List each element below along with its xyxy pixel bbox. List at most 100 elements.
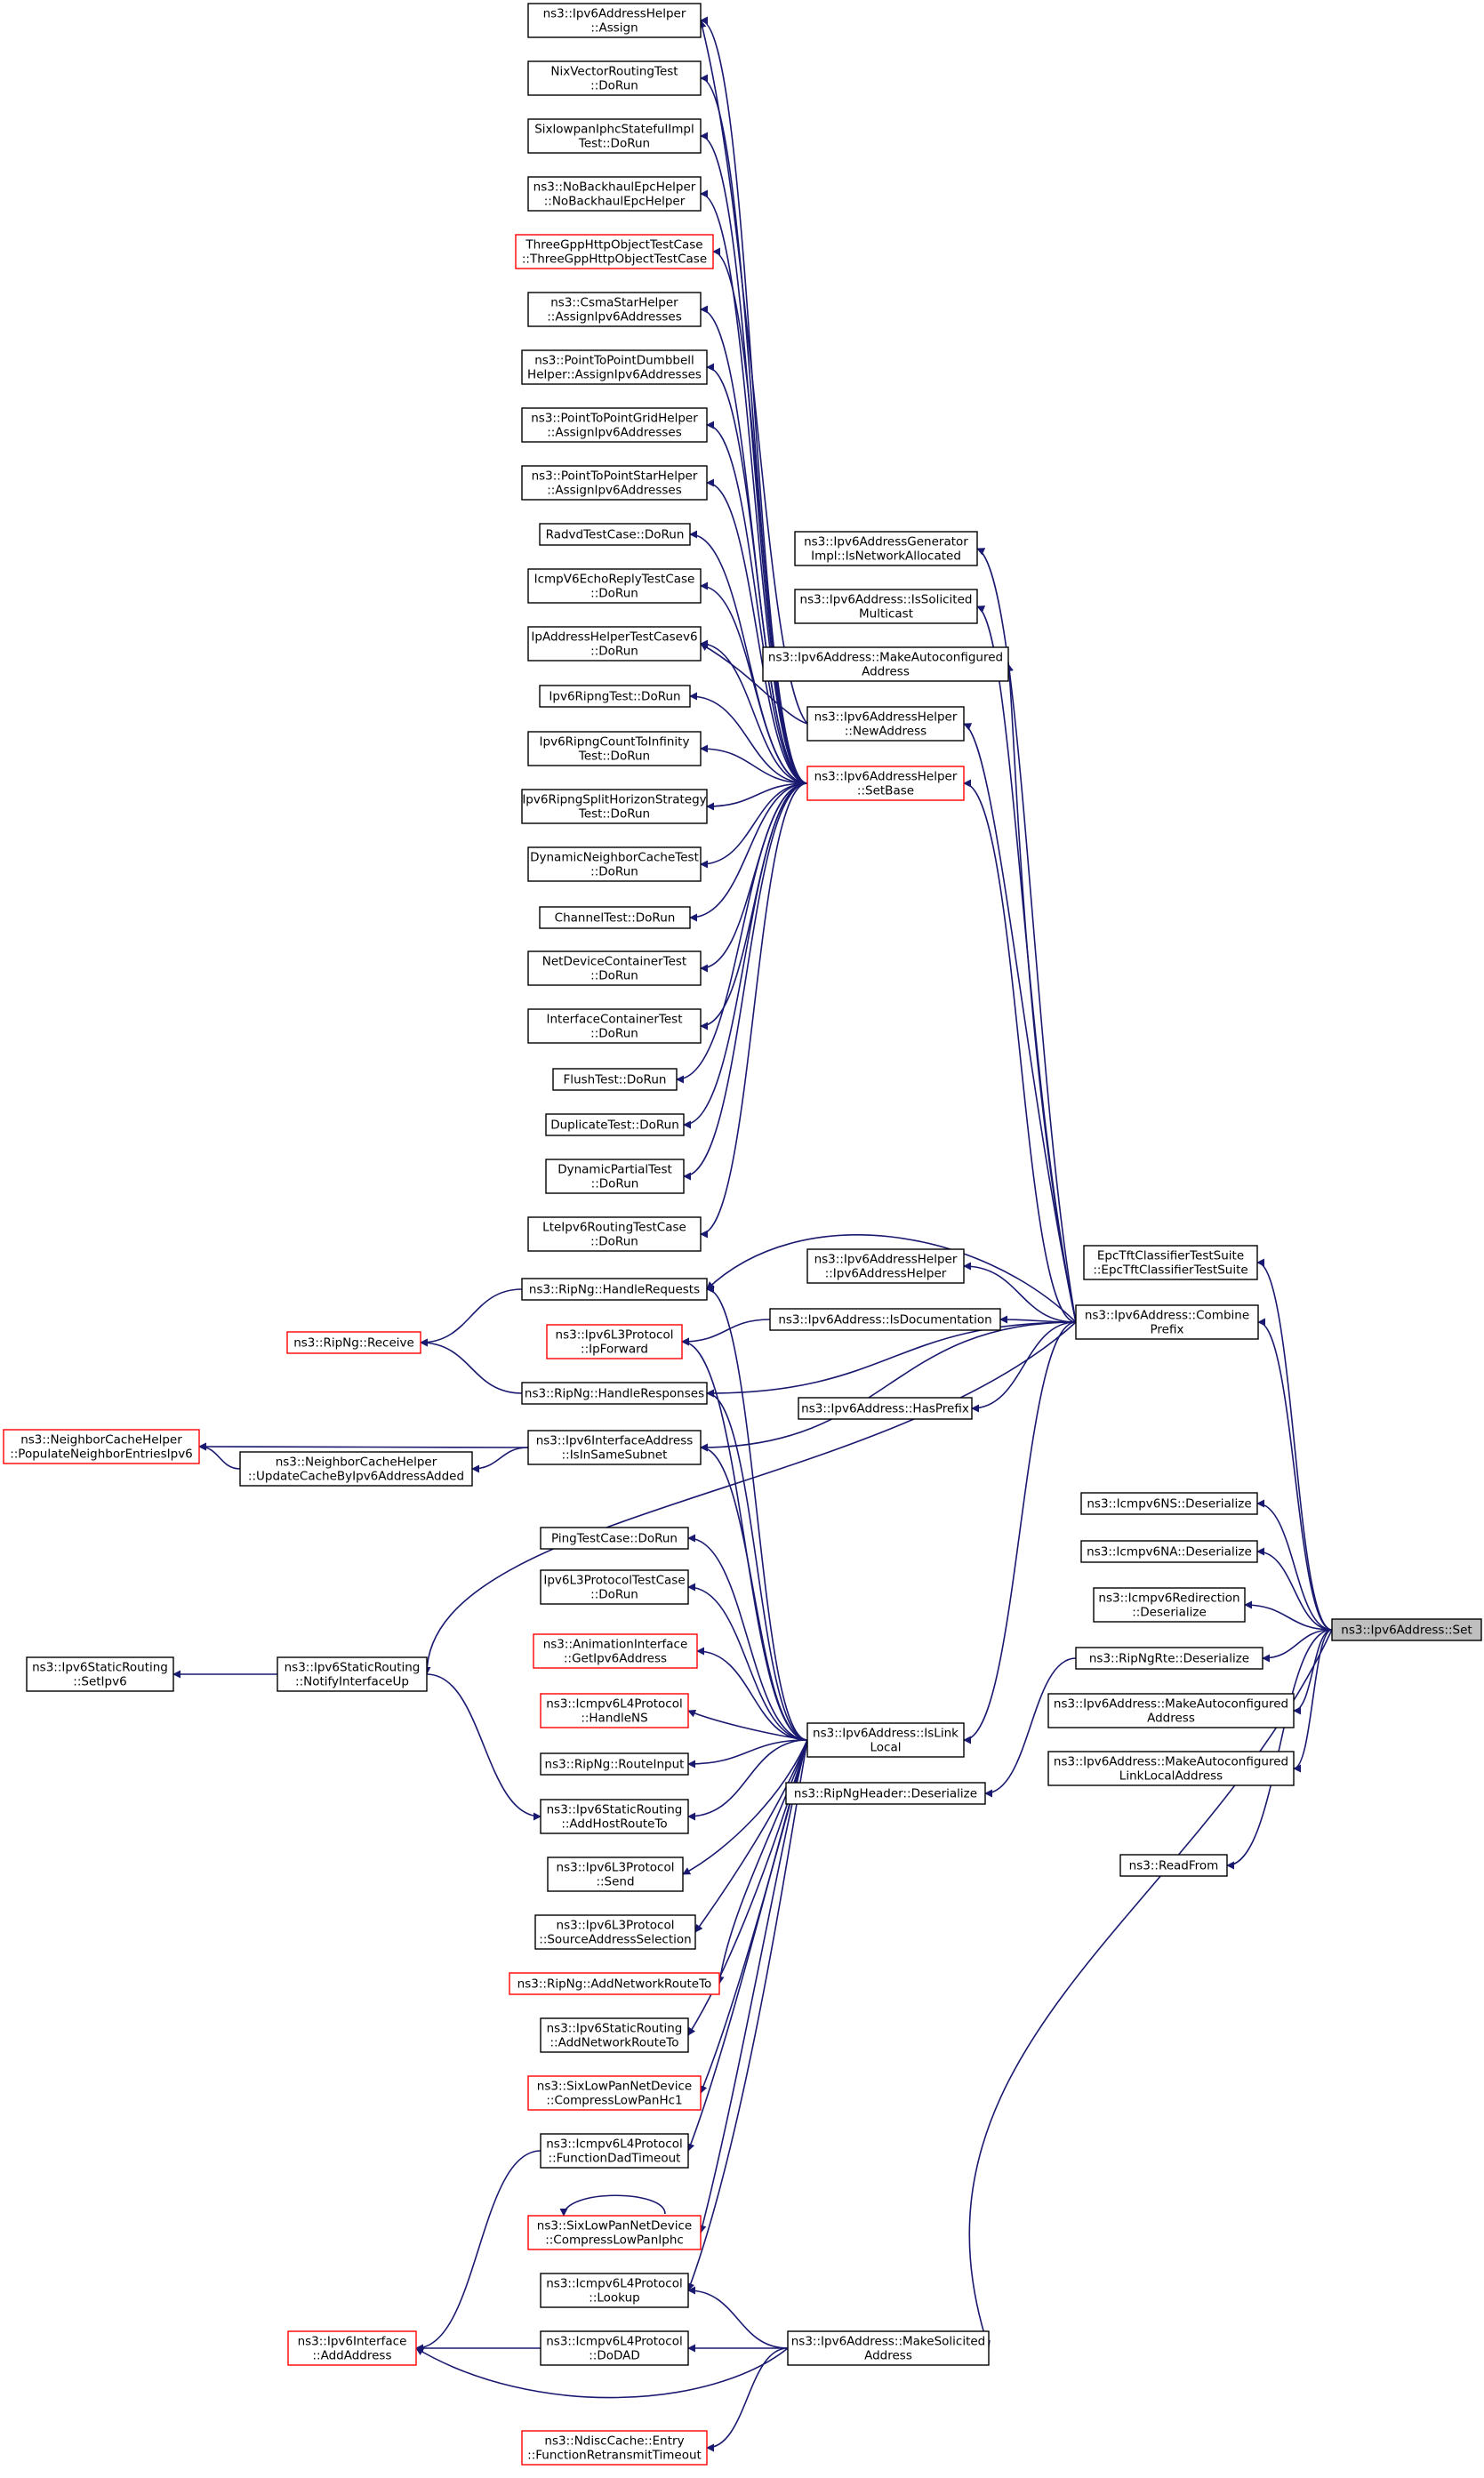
node-comphc1[interactable]: ns3::SixLowPanNetDevice::CompressLowPanH… <box>527 2075 702 2111</box>
node-dodad[interactable]: ns3::Icmpv6L4Protocol::DoDAD <box>540 2330 689 2366</box>
node-radvd[interactable]: RadvdTestCase::DoRun <box>539 523 691 546</box>
node-label-line: ns3::Icmpv6NA::Deserialize <box>1087 1545 1252 1560</box>
node-icmpns[interactable]: ns3::Icmpv6NS::Deserialize <box>1080 1492 1258 1515</box>
node-handlereq[interactable]: ns3::RipNg::HandleRequests <box>521 1278 708 1301</box>
node-label-line: ::HandleNS <box>581 1712 647 1726</box>
node-threegpp[interactable]: ThreeGppHttpObjectTestCase::ThreeGppHttp… <box>515 234 714 269</box>
node-popneigh[interactable]: ns3::NeighborCacheHelper::PopulateNeighb… <box>3 1429 200 1464</box>
node-addaddr[interactable]: ns3::Ipv6Interface::AddAddress <box>287 2330 417 2366</box>
edge-flush-to-setbase <box>676 782 808 1084</box>
node-set[interactable]: ns3::Ipv6Address::Set <box>1331 1618 1482 1641</box>
node-box <box>527 626 702 662</box>
node-box <box>527 731 702 766</box>
node-label-line: ns3::Ipv6Address::MakeSolicited <box>791 2335 986 2349</box>
node-nixv[interactable]: NixVectorRoutingTest::DoRun <box>527 60 702 96</box>
node-riphdr[interactable]: ns3::RipNgHeader::Deserialize <box>785 1782 986 1805</box>
node-addnet[interactable]: ns3::RipNg::AddNetworkRouteTo <box>509 1972 720 1995</box>
node-notifyup[interactable]: ns3::Ipv6StaticRouting::NotifyInterfaceU… <box>277 1656 428 1692</box>
node-label-line: EpcTftClassifierTestSuite <box>1097 1249 1244 1263</box>
node-send[interactable]: ns3::Ipv6L3Protocol::Send <box>547 1856 684 1892</box>
node-box <box>785 1782 986 1805</box>
edge-channel-to-setbase <box>689 782 808 922</box>
node-makeautoll[interactable]: ns3::Ipv6Address::MakeAutoconfiguredLink… <box>1047 1751 1295 1786</box>
node-label-line: ns3::PointToPointStarHelper <box>532 469 698 484</box>
node-flush[interactable]: FlushTest::DoRun <box>552 1068 678 1091</box>
node-setbase[interactable]: ns3::Ipv6AddressHelper::SetBase <box>806 766 965 801</box>
node-staticaddnet[interactable]: ns3::Ipv6StaticRouting::AddNetworkRouteT… <box>540 2017 689 2053</box>
node-label-line: ::AddHostRouteTo <box>561 1817 667 1832</box>
node-ifcont[interactable]: InterfaceContainerTest::DoRun <box>527 1008 702 1044</box>
node-makeauto2[interactable]: ns3::Ipv6Address::MakeAutoconfiguredAddr… <box>1047 1693 1295 1728</box>
node-label-line: ns3::RipNgRte::Deserialize <box>1089 1652 1249 1666</box>
node-label-line: ns3::NeighborCacheHelper <box>276 1456 437 1470</box>
node-retrans[interactable]: ns3::NdiscCache::Entry::FunctionRetransm… <box>521 2430 708 2466</box>
node-label-line: ::CompressLowPanHc1 <box>546 2094 682 2108</box>
node-nobh[interactable]: ns3::NoBackhaulEpcHelper::NoBackhaulEpcH… <box>527 176 702 212</box>
node-anim[interactable]: ns3::AnimationInterface::GetIpv6Address <box>533 1633 698 1669</box>
edge-addhost-to-islinklocal <box>687 1739 808 1821</box>
node-ripngtest[interactable]: Ipv6RipngTest::DoRun <box>539 685 691 708</box>
node-p2pdb[interactable]: ns3::PointToPointDumbbellHelper::AssignI… <box>521 349 708 385</box>
node-label-line: LinkLocalAddress <box>1119 1769 1223 1784</box>
node-compiphc[interactable]: ns3::SixLowPanNetDevice::CompressLowPanI… <box>527 2215 702 2250</box>
node-hasprefix[interactable]: ns3::Ipv6Address::HasPrefix <box>798 1397 973 1420</box>
node-readfrom[interactable]: ns3::ReadFrom <box>1119 1854 1228 1877</box>
node-ripngrte[interactable]: ns3::RipNgRte::Deserialize <box>1075 1647 1263 1670</box>
node-box <box>540 2273 689 2308</box>
node-box <box>277 1656 428 1692</box>
node-handlens[interactable]: ns3::Icmpv6L4Protocol::HandleNS <box>540 1693 689 1728</box>
node-channel[interactable]: ChannelTest::DoRun <box>539 906 691 929</box>
node-epctft[interactable]: EpcTftClassifierTestSuite::EpcTftClassif… <box>1083 1245 1258 1280</box>
edge-insamesub-to-combine <box>700 1321 1077 1452</box>
node-addhost[interactable]: ns3::Ipv6StaticRouting::AddHostRouteTo <box>540 1799 689 1834</box>
node-label-line: ns3::AnimationInterface <box>543 1638 688 1652</box>
node-icmpredir[interactable]: ns3::Icmpv6Redirection::Deserialize <box>1093 1587 1246 1623</box>
node-icmpna[interactable]: ns3::Icmpv6NA::Deserialize <box>1080 1540 1258 1563</box>
node-receive[interactable]: ns3::RipNg::Receive <box>286 1331 421 1354</box>
node-genalloc[interactable]: ns3::Ipv6AddressGeneratorImpl::IsNetwork… <box>794 531 978 566</box>
node-p2pgrid[interactable]: ns3::PointToPointGridHelper::AssignIpv6A… <box>521 407 708 443</box>
node-csma[interactable]: ns3::CsmaStarHelper::AssignIpv6Addresses <box>527 292 702 327</box>
node-icmpecho[interactable]: IcmpV6EchoReplyTestCase::DoRun <box>527 568 702 604</box>
node-box <box>527 2215 702 2250</box>
node-label-line: ::IsInSameSubnet <box>562 1448 668 1463</box>
node-helperctor[interactable]: ns3::Ipv6AddressHelper::Ipv6AddressHelpe… <box>806 1248 965 1284</box>
node-ipaddrtest[interactable]: IpAddressHelperTestCasev6::DoRun <box>527 626 702 662</box>
node-handleresp[interactable]: ns3::RipNg::HandleResponses <box>521 1382 708 1405</box>
node-netdev[interactable]: NetDeviceContainerTest::DoRun <box>527 950 702 986</box>
node-srcsel[interactable]: ns3::Ipv6L3Protocol::SourceAddressSelect… <box>534 1914 696 1950</box>
node-label-line: ns3::NdiscCache::Entry <box>544 2434 684 2449</box>
node-ping[interactable]: PingTestCase::DoRun <box>540 1527 689 1550</box>
node-box <box>545 1113 685 1136</box>
node-updcache[interactable]: ns3::NeighborCacheHelper::UpdateCacheByI… <box>239 1451 473 1487</box>
node-label-line: ns3::Icmpv6L4Protocol <box>546 1697 683 1712</box>
node-dadtimeout[interactable]: ns3::Icmpv6L4Protocol::FunctionDadTimeou… <box>540 2133 689 2169</box>
node-dynpart[interactable]: DynamicPartialTest::DoRun <box>545 1159 685 1194</box>
node-dyncache[interactable]: DynamicNeighborCacheTest::DoRun <box>527 846 702 882</box>
node-lteipv6[interactable]: LteIpv6RoutingTestCase::DoRun <box>527 1216 702 1252</box>
node-l3proto[interactable]: Ipv6L3ProtocolTestCase::DoRun <box>540 1569 689 1605</box>
edge-lookup-to-islinklocal <box>686 1739 808 2291</box>
node-lookup[interactable]: ns3::Icmpv6L4Protocol::Lookup <box>540 2273 689 2308</box>
node-makeauto1[interactable]: ns3::Ipv6Address::MakeAutoconfiguredAddr… <box>762 646 1009 682</box>
node-routeinput[interactable]: ns3::RipNg::RouteInput <box>540 1752 689 1776</box>
node-box <box>521 465 708 501</box>
node-setipv6[interactable]: ns3::Ipv6StaticRouting::SetIpv6 <box>26 1656 174 1692</box>
node-dup[interactable]: DuplicateTest::DoRun <box>545 1113 685 1136</box>
node-setaddr[interactable]: ns3::Ipv6AddressHelper::Assign <box>527 3 702 38</box>
node-insamesub[interactable]: ns3::Ipv6InterfaceAddress::IsInSameSubne… <box>527 1430 702 1465</box>
node-box <box>1075 1647 1263 1670</box>
node-isdoc[interactable]: ns3::Ipv6Address::IsDocumentation <box>769 1308 1001 1331</box>
node-label-line: ::SourceAddressSelection <box>539 1933 691 1947</box>
node-label-line: ns3::Ipv6Address::IsLink <box>813 1727 959 1741</box>
node-p2pstar[interactable]: ns3::PointToPointStarHelper::AssignIpv6A… <box>521 465 708 501</box>
node-ipforward[interactable]: ns3::Ipv6L3Protocol::IpForward <box>546 1324 683 1359</box>
node-newaddr[interactable]: ns3::Ipv6AddressHelper::NewAddress <box>806 706 965 742</box>
